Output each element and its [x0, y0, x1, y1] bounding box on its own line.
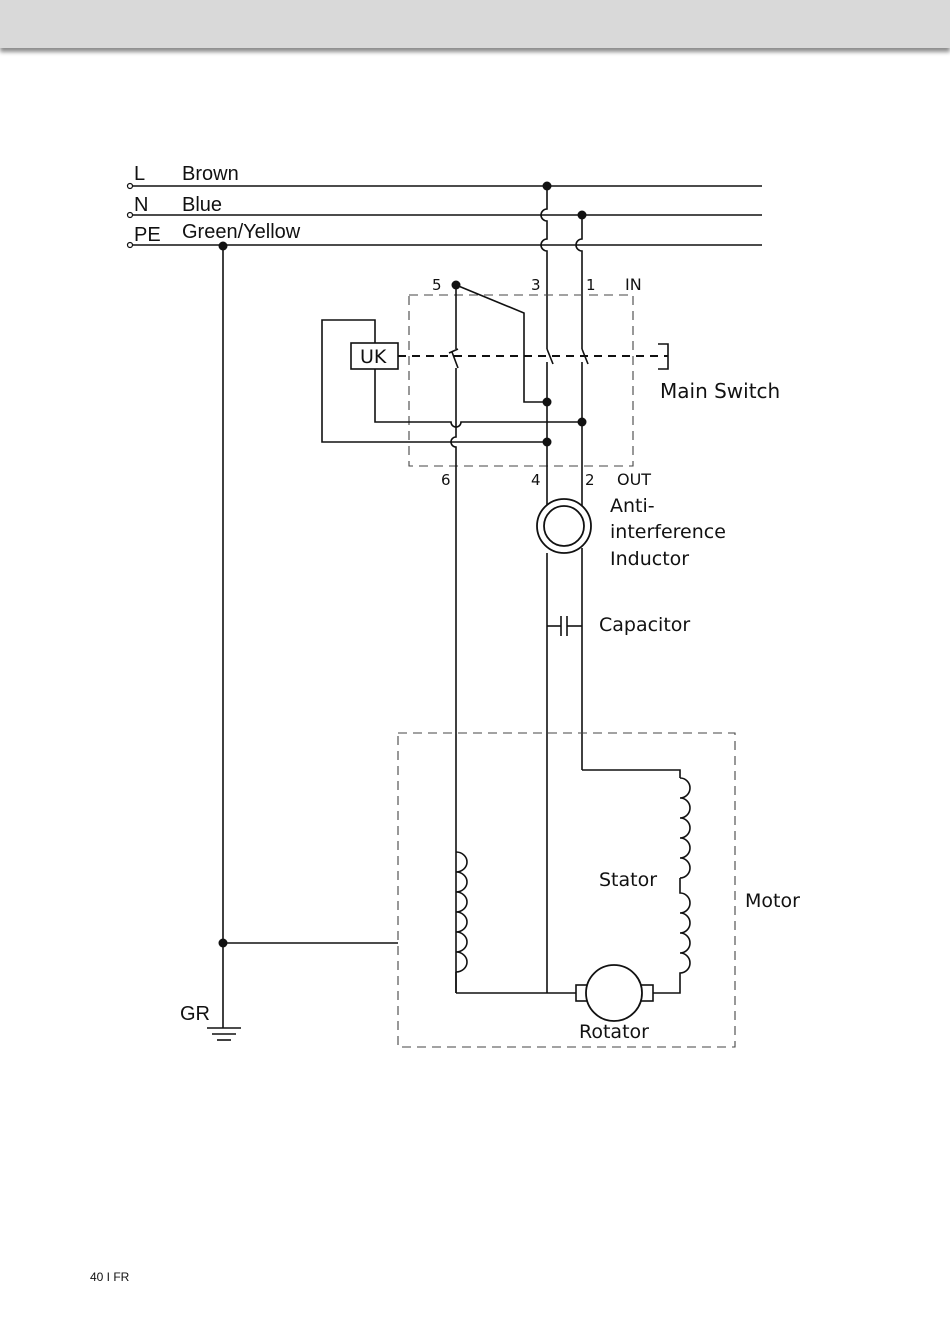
stator-coil-right-upper: [679, 777, 691, 879]
terminal-6: 6: [441, 471, 451, 489]
terminal-3: 3: [531, 276, 541, 294]
contact-3-4: [546, 348, 554, 365]
junction-4a: [542, 397, 552, 407]
motor-label: Motor: [745, 890, 800, 912]
line-n-terminal: [126, 211, 134, 219]
rotor-label: Rotator: [579, 1021, 649, 1043]
line-n-code: N: [134, 194, 148, 216]
uk-feed-wire-n: [374, 369, 582, 428]
terminal-1: 1: [586, 276, 596, 294]
n-drop-wire: [575, 215, 583, 349]
junction-4b: [542, 437, 552, 447]
uk-feed-wire-l: [321, 319, 547, 443]
main-switch-box: [408, 294, 634, 467]
line-pe-color: Green/Yellow: [182, 221, 301, 243]
header-band: [0, 0, 950, 48]
junction-2a: [577, 417, 587, 427]
terminal-5: 5: [432, 276, 442, 294]
terminal-4: 4: [531, 471, 541, 489]
line-pe-code: PE: [134, 224, 161, 246]
pe-junction: [218, 241, 228, 251]
stator-label: Stator: [599, 869, 657, 891]
stator-coil-left: [455, 851, 468, 973]
line-l-color: Brown: [182, 163, 239, 185]
capacitor-label: Capacitor: [599, 614, 690, 636]
stator-coil-right-lower: [653, 878, 691, 994]
capacitor-symbol: [547, 616, 582, 636]
line-n-color: Blue: [182, 194, 222, 216]
main-switch-label: Main Switch: [660, 379, 780, 403]
contact-5-6-blade: [451, 351, 459, 369]
n-junction: [577, 210, 587, 220]
line-l-code: L: [134, 163, 145, 185]
uk-relay-label: UK: [360, 346, 387, 368]
contact-5-6: [448, 348, 459, 354]
inductor-label-1: Anti-: [610, 495, 655, 517]
l-drop-wire: [540, 186, 548, 349]
inductor-label-2: interference: [610, 521, 726, 543]
rotor-symbol: [585, 964, 643, 1022]
line-l-terminal: [126, 182, 134, 190]
l-junction: [542, 181, 552, 191]
motor-box: [397, 732, 736, 1048]
switch-in-label: IN: [625, 275, 642, 294]
switch-actuator: [658, 343, 669, 370]
terminal-2: 2: [585, 471, 595, 489]
line-pe-terminal: [126, 241, 134, 249]
switch-out-label: OUT: [617, 470, 651, 489]
page-footer: 40 I FR: [90, 1270, 130, 1284]
inductor-label-3: Inductor: [610, 548, 689, 570]
stator-right-feed: [582, 769, 681, 778]
aux-output-wire: [450, 368, 457, 993]
inductor-inner: [543, 505, 585, 547]
ground-label: GR: [180, 1003, 210, 1025]
ground-icon: [207, 1027, 241, 1041]
link-5-to-4: [455, 284, 547, 403]
